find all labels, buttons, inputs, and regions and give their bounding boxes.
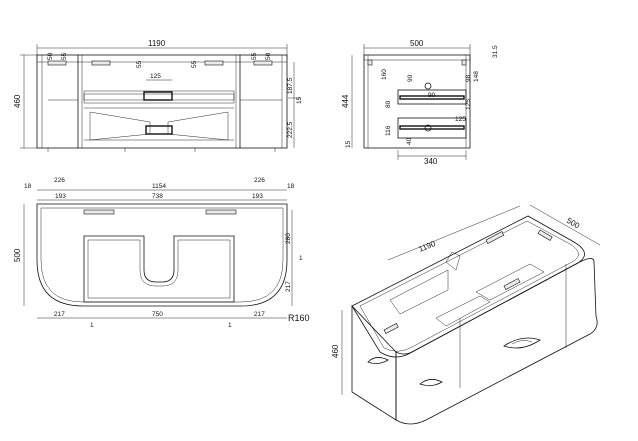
top-section-marker-left: 1	[90, 322, 94, 329]
front-center-top-b: 55	[191, 60, 198, 68]
top-right-depth-b: 217	[285, 281, 292, 292]
side-dim-g: 90	[428, 92, 436, 99]
front-center-top-a: 55	[136, 60, 143, 68]
top-radius-label: R160	[288, 313, 310, 323]
top-inner-left: 193	[55, 193, 66, 200]
front-left-top-a: 50	[47, 52, 54, 60]
side-dim-h: 125	[465, 99, 472, 110]
front-right-top-b: 50	[265, 52, 272, 60]
side-width-label: 500	[410, 39, 424, 48]
front-height-label: 460	[13, 94, 22, 108]
front-view: 1190 50 55 55 55 55 50 125	[13, 39, 303, 152]
front-right-upper: 187.5	[287, 77, 294, 94]
side-dim-d: 80	[385, 100, 392, 108]
top-right-depth-a: 280	[285, 233, 292, 244]
top-view: 18 18 226 1154 226 193 738 193 500 280 2…	[13, 177, 310, 329]
top-right-seg: 226	[254, 177, 265, 184]
side-dim-i: 125	[455, 116, 466, 123]
top-section-marker-bottom: 1	[228, 322, 232, 329]
front-right-top-a: 55	[251, 52, 258, 60]
side-view: 500 31.5 444 15 160 98 90 80 116 40 90 1…	[341, 39, 499, 166]
top-right-edge: 18	[287, 183, 295, 190]
side-top-offset: 31.5	[492, 45, 499, 58]
top-left-edge: 18	[24, 183, 32, 190]
top-section-marker-right: 1	[299, 255, 303, 262]
top-bottom-left: 217	[54, 311, 65, 318]
isometric-view: 1190 500 460	[331, 204, 601, 425]
side-dim-a: 160	[381, 69, 388, 80]
side-dim-c: 90	[407, 74, 414, 82]
front-width-label: 1190	[148, 39, 166, 48]
top-left-seg: 226	[54, 177, 65, 184]
top-depth-label: 500	[13, 248, 22, 262]
side-dim-b: 98	[465, 74, 472, 82]
side-height-label: 444	[341, 94, 350, 108]
side-dim-j: 148	[473, 71, 480, 82]
top-inner-center: 738	[152, 193, 163, 200]
top-center-seg: 1154	[152, 183, 166, 190]
top-inner-right: 193	[252, 193, 263, 200]
side-dim-f: 40	[406, 137, 413, 145]
iso-depth-label: 500	[565, 216, 582, 231]
top-bottom-right: 217	[254, 311, 265, 318]
front-right-lower: 222.5	[287, 121, 294, 138]
side-left-offset: 15	[345, 140, 352, 148]
side-dim-e: 116	[385, 125, 392, 136]
front-right-offset: 15	[296, 96, 303, 104]
top-bottom-center: 750	[152, 311, 163, 318]
front-left-top-b: 55	[61, 52, 68, 60]
side-bottom-width: 340	[424, 157, 438, 166]
front-hole-width: 125	[150, 73, 161, 80]
iso-height-label: 460	[331, 344, 340, 358]
